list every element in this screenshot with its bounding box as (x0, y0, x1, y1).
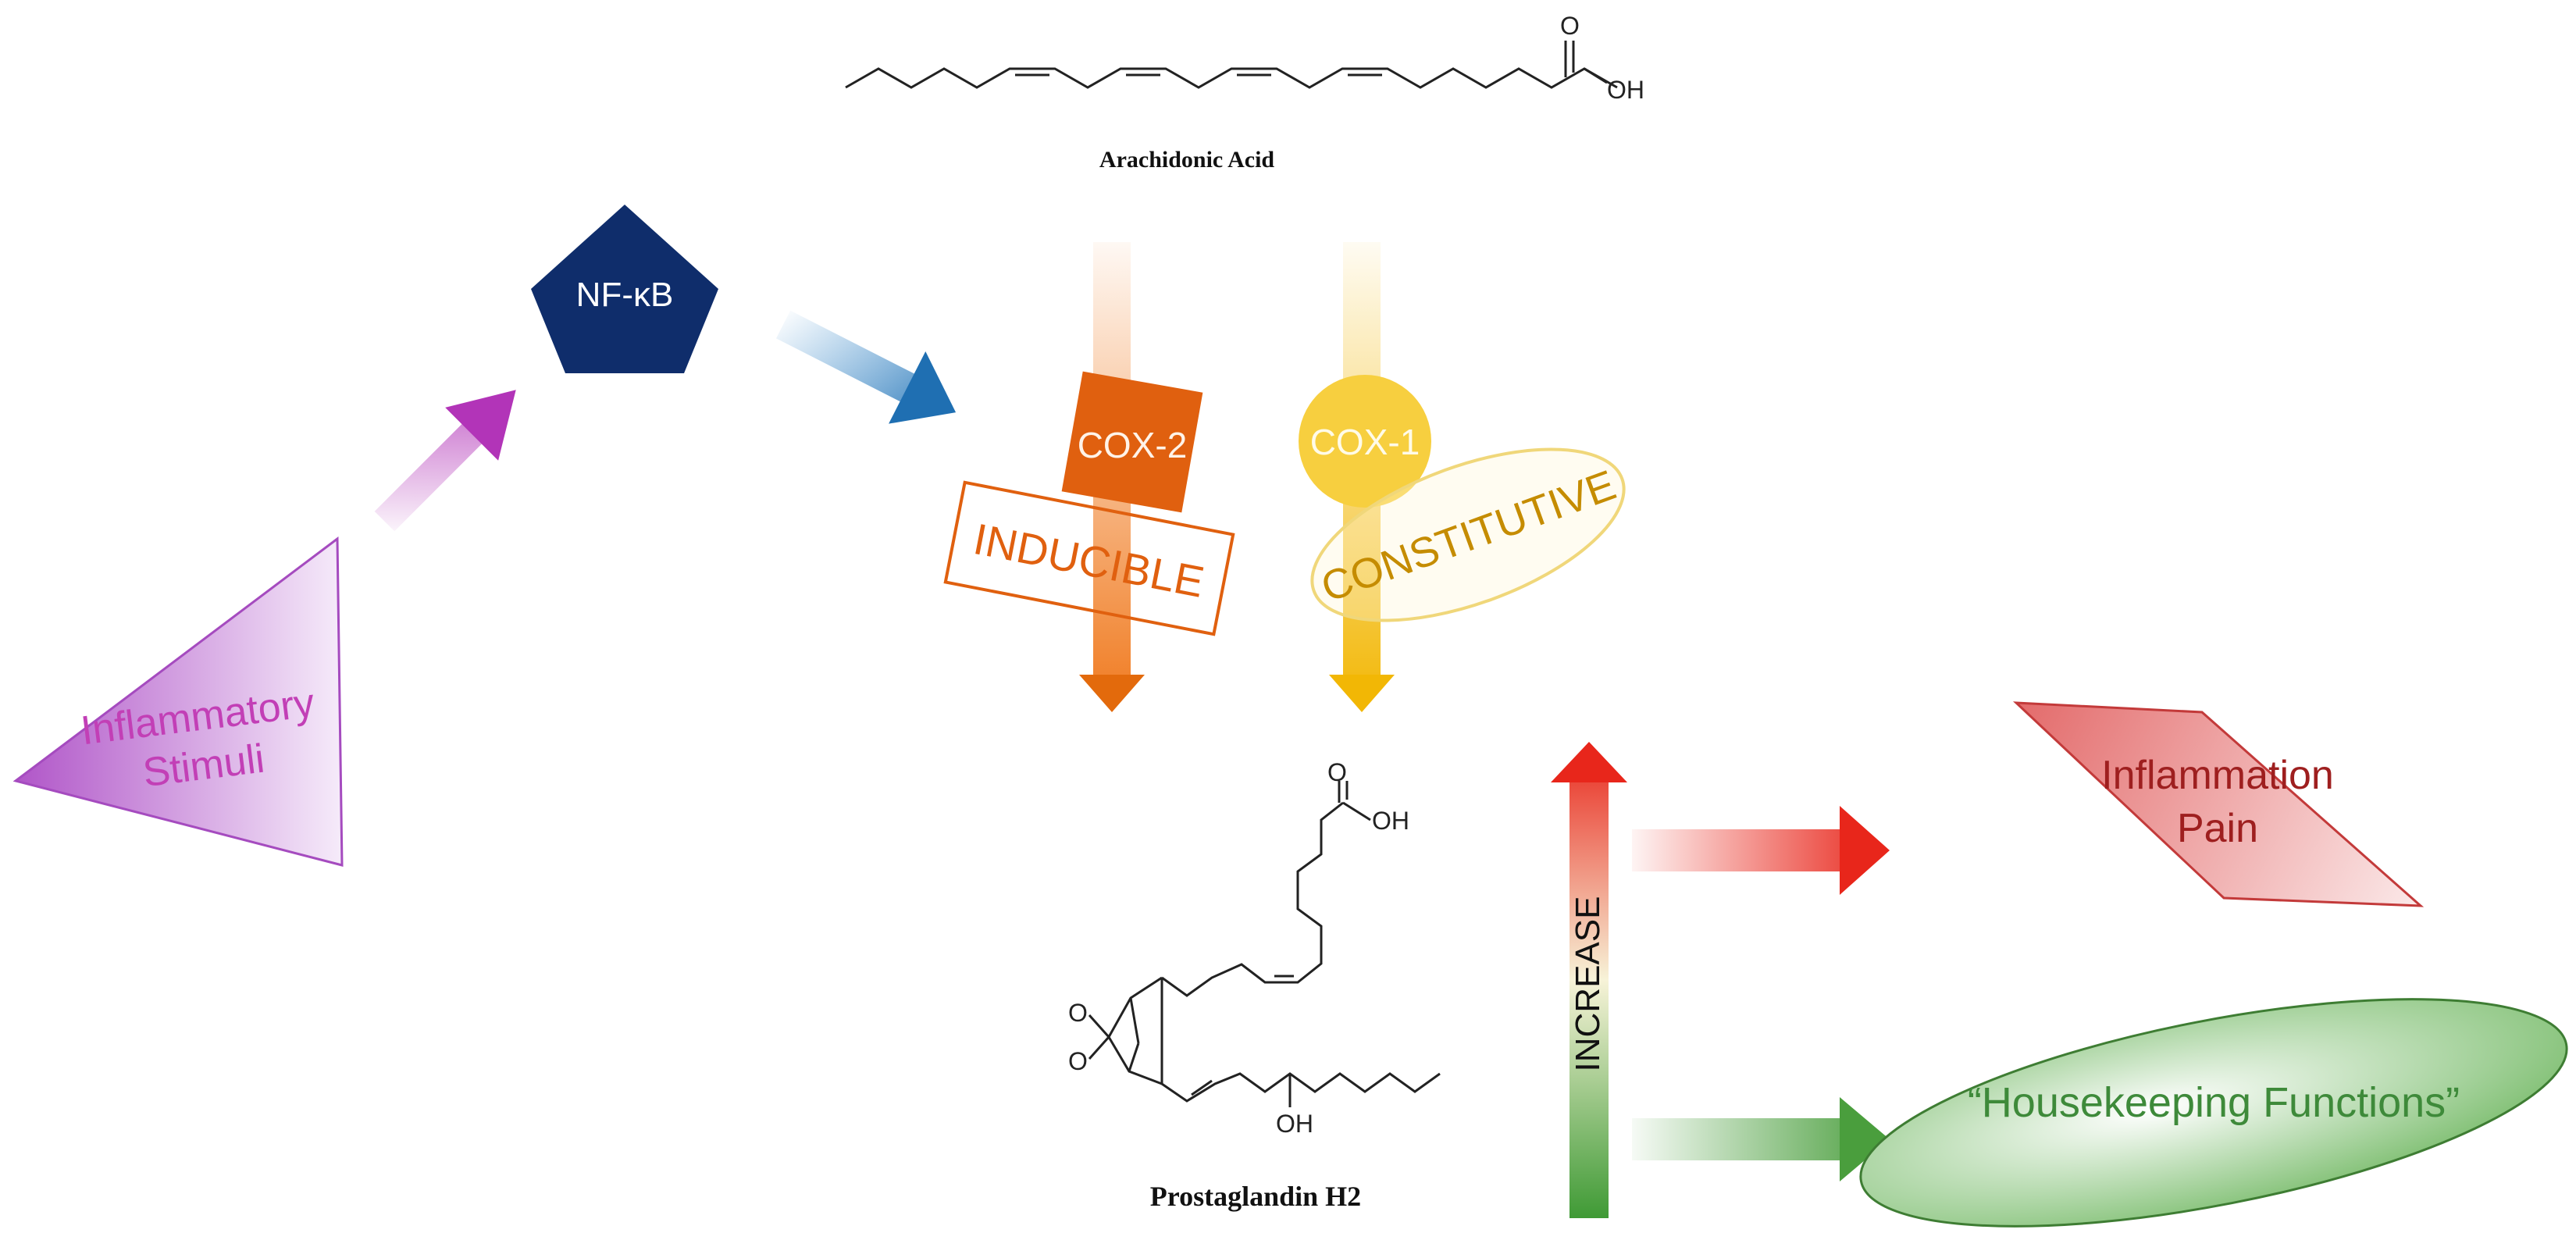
inflammation-label: Inflammation (2101, 753, 2334, 798)
inducible-tag: INDUCIBLE (943, 480, 1235, 636)
arrow-stimuli-to-nfkb (374, 390, 516, 532)
pgh2-carbonyl-oxygen: O (1327, 758, 1347, 786)
arachidonic-acid-title: Arachidonic Acid (1099, 147, 1274, 173)
pgh2-peroxide-oxygen-bottom: O (1068, 1047, 1088, 1075)
inflammation-pain-node: Inflammation Pain (2012, 701, 2425, 907)
nfkb-label: NF-κB (576, 276, 674, 314)
prostaglandin-h2-title: Prostaglandin H2 (1150, 1181, 1361, 1212)
nfkb-node: NF-κB (531, 205, 718, 373)
cox1-enzyme: COX-1 (1299, 375, 1431, 508)
housekeeping-label: “Housekeeping Functions” (1968, 1079, 2460, 1126)
arrow-nfkb-to-cox2 (775, 310, 957, 424)
aa-carbonyl-oxygen: O (1560, 12, 1580, 40)
pain-label: Pain (2177, 806, 2258, 851)
arrow-to-inflammation (1632, 806, 1890, 895)
cox1-label: COX-1 (1310, 422, 1420, 462)
inflammatory-stimuli-node: Inflammatory Stimuli (12, 536, 344, 867)
prostaglandin-h2-structure (1088, 781, 1441, 1107)
pgh2-peroxide-oxygen-top: O (1068, 999, 1088, 1027)
aa-hydroxyl-label: OH (1607, 76, 1644, 104)
pgh2-acid-hydroxyl: OH (1372, 807, 1409, 835)
increase-label: INCREASE (1569, 896, 1607, 1072)
arrow-to-housekeeping (1632, 1097, 1890, 1181)
increase-arrow: INCREASE (1551, 742, 1627, 1218)
cox2-enzyme: COX-2 (1061, 371, 1203, 513)
cox2-label: COX-2 (1078, 425, 1188, 465)
housekeeping-functions-node: “Housekeeping Functions” (1859, 998, 2568, 1228)
arachidonic-acid-structure: O OH (845, 12, 1644, 104)
pgh2-side-chain-hydroxyl: OH (1276, 1110, 1313, 1138)
